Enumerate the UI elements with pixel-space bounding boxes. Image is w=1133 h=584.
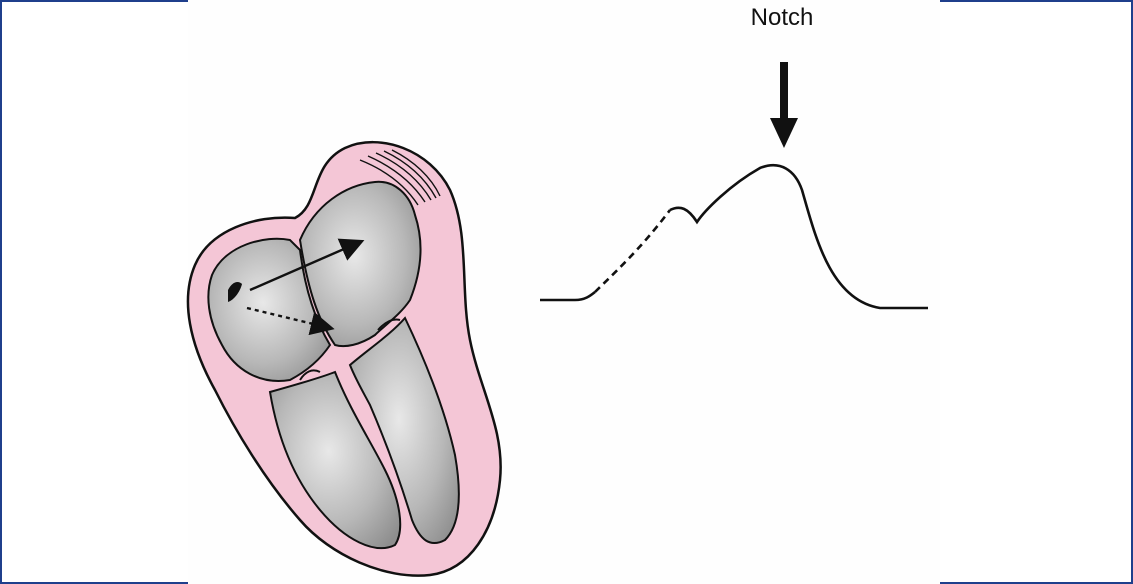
- notch-label: Notch: [722, 4, 842, 32]
- notch-arrow: [770, 62, 798, 148]
- waveform-baseline-left: [540, 292, 595, 300]
- waveform-dashed-segment: [595, 210, 670, 292]
- waveform-solid-segment: [670, 165, 928, 308]
